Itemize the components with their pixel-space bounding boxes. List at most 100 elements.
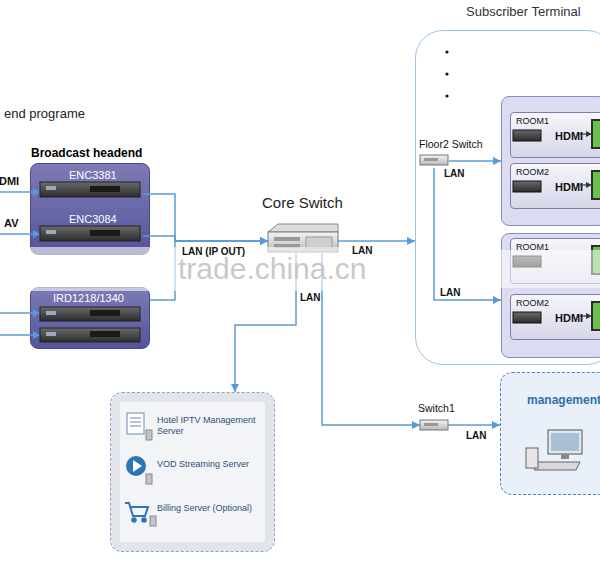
input-arrow xyxy=(33,188,40,196)
set-top-box xyxy=(513,130,541,141)
rack-device xyxy=(40,328,140,342)
computer-icon xyxy=(561,454,569,459)
play-icon xyxy=(146,474,152,484)
play-icon xyxy=(126,456,152,484)
edge-label: LAN xyxy=(444,168,465,179)
server-name: Billing Server (Optional) xyxy=(157,503,265,514)
connector xyxy=(449,157,501,165)
edge-label: LAN (IP OUT) xyxy=(182,246,245,257)
device-name: ENC3084 xyxy=(69,213,117,225)
connector-line xyxy=(338,240,415,242)
input-arrow xyxy=(33,331,40,339)
connector xyxy=(448,421,500,429)
document-icon xyxy=(130,426,141,427)
computer-icon xyxy=(551,433,579,451)
switch-icon xyxy=(424,158,438,161)
port-label: HDMI xyxy=(555,181,583,193)
group-heading: management xyxy=(527,393,600,407)
tv-screen xyxy=(592,302,600,330)
switch-label: Core Switch xyxy=(262,194,343,211)
rack-device xyxy=(40,182,140,197)
cart-icon xyxy=(132,518,136,522)
port-label: HDMI xyxy=(555,312,583,324)
edge-label: LAN xyxy=(300,292,321,303)
watermark: trade.china.cn xyxy=(178,252,366,286)
rack-device xyxy=(90,186,120,192)
input-label: DMI xyxy=(0,175,19,187)
input-arrow xyxy=(0,334,34,336)
rack-device xyxy=(46,186,56,190)
cart-icon xyxy=(142,518,146,522)
switch-icon xyxy=(424,423,438,426)
input-arrow xyxy=(0,191,34,193)
section-title: end programe xyxy=(4,106,85,121)
connector-line xyxy=(143,194,268,241)
play-icon xyxy=(133,460,142,472)
room-label: ROOM1 xyxy=(516,116,549,126)
tv-screen xyxy=(592,171,600,199)
connector-line xyxy=(434,168,501,300)
computer-icon xyxy=(526,448,538,468)
rack-device xyxy=(46,332,56,336)
set-top-box xyxy=(513,181,541,192)
document-icon xyxy=(127,413,152,440)
arrow-head xyxy=(260,237,268,245)
input-arrow xyxy=(0,312,34,314)
switch-icon xyxy=(274,237,300,241)
switch-icon xyxy=(268,224,338,232)
ellipsis-dot xyxy=(445,50,448,97)
rack-device xyxy=(46,311,56,315)
connector xyxy=(143,194,268,245)
port-label: HDMI xyxy=(555,130,583,142)
room-label: ROOM2 xyxy=(516,167,549,177)
switch-icon xyxy=(420,155,448,165)
arrow-head xyxy=(231,384,239,392)
document-icon xyxy=(127,413,144,434)
ellipsis-dot xyxy=(445,72,448,75)
device-name: ENC3381 xyxy=(69,169,117,181)
play-icon xyxy=(126,456,146,476)
set-top-box xyxy=(513,130,541,323)
rack-device xyxy=(90,230,120,236)
input-arrow xyxy=(33,309,40,317)
arrow-head xyxy=(260,237,268,245)
switch-label: Switch1 xyxy=(418,402,455,414)
rack-device xyxy=(90,331,120,337)
arrow-head xyxy=(493,157,501,165)
connector xyxy=(338,237,415,245)
computer-icon xyxy=(548,430,582,454)
arrow-head xyxy=(493,296,501,304)
computer-icon xyxy=(534,462,580,470)
server-name: Hotel IPTV Management Server xyxy=(157,415,265,437)
arrow-head xyxy=(412,421,420,429)
subscriber-area: Subscriber TerminalFloor2 SwitchROOM1HDM… xyxy=(415,30,600,365)
switch-label: Floor2 Switch xyxy=(419,138,483,150)
cart-icon xyxy=(125,503,148,516)
set-top-box xyxy=(513,312,541,323)
rack-device xyxy=(40,307,140,321)
room-label: ROOM2 xyxy=(516,298,549,308)
ellipsis-dot xyxy=(445,94,448,97)
server-item: Billing Server (Optional) xyxy=(125,501,265,533)
cart-icon xyxy=(125,503,156,526)
arrow-head xyxy=(492,421,500,429)
group-heading: Subscriber Terminal xyxy=(466,4,581,19)
input-arrow xyxy=(33,230,40,238)
arrow-head xyxy=(407,237,415,245)
device-name: IRD1218/1340 xyxy=(53,292,124,304)
tv-screen xyxy=(592,120,600,148)
document-icon xyxy=(130,422,141,423)
edge-label: LAN xyxy=(352,245,373,256)
ellipsis-dot xyxy=(445,50,448,53)
server-name: VOD Streaming Server xyxy=(157,459,265,470)
edge-label: LAN xyxy=(466,430,487,441)
hdmi-arrow xyxy=(580,131,592,319)
tv-screen xyxy=(592,120,600,330)
arrow-head xyxy=(260,237,268,245)
computer-icon xyxy=(526,430,582,470)
document-icon xyxy=(130,418,141,419)
floor-panel: ROOM1HDMIROOM2HDMI xyxy=(501,96,600,226)
watermark-haze xyxy=(500,250,600,288)
cart-icon xyxy=(150,516,156,526)
